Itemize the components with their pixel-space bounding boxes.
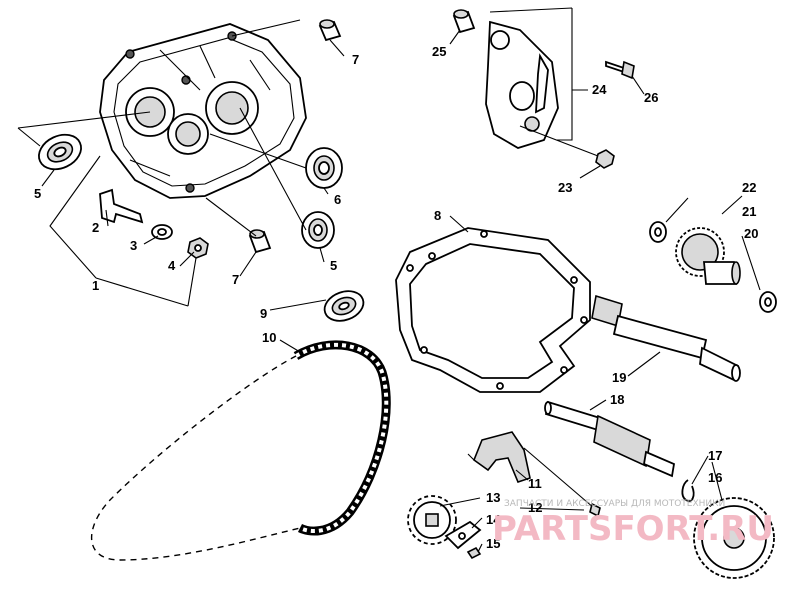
bearing-6 [305, 147, 343, 189]
bushing-top [318, 19, 342, 42]
nut-23 [595, 149, 615, 169]
washer-20 [759, 291, 777, 313]
gear-21 [675, 227, 741, 285]
bearing-left [38, 133, 82, 171]
drive-chain [90, 340, 391, 561]
label-21: 21 [742, 204, 756, 219]
label-12: 12 [528, 500, 542, 515]
label-8: 8 [434, 208, 441, 223]
label-4: 4 [168, 258, 176, 273]
label-22: 22 [742, 180, 756, 195]
bearing-9 [323, 290, 365, 322]
label-23: 23 [558, 180, 572, 195]
label-5-right: 5 [330, 258, 337, 273]
label-2: 2 [92, 220, 99, 235]
clip-17 [681, 479, 695, 502]
washer-22 [649, 221, 667, 243]
chain-guide [467, 431, 531, 483]
label-1: 1 [92, 278, 99, 293]
label-6: 6 [334, 192, 341, 207]
bushing-bottom [248, 229, 272, 254]
watermark: ЗАПЧАСТИ И АКСЕССУАРЫ ДЛЯ МОТОТЕХНИКИ PA… [492, 499, 774, 549]
label-16: 16 [708, 470, 722, 485]
gasket [395, 227, 591, 393]
shaft-18 [544, 400, 676, 478]
sprocket-13 [407, 495, 457, 545]
bolt-26 [605, 60, 635, 80]
label-11: 11 [528, 476, 542, 491]
label-7-bottom: 7 [232, 272, 239, 287]
washer-small [151, 224, 173, 240]
label-20: 20 [744, 226, 758, 241]
label-19: 19 [612, 370, 626, 385]
label-14: 14 [486, 512, 501, 527]
leader-lines [17, 7, 761, 553]
label-24: 24 [592, 82, 607, 97]
label-10: 10 [262, 330, 276, 345]
callout-labels: 1 2 3 4 5 5 6 7 7 8 9 10 11 12 13 14 15 … [34, 44, 758, 551]
screw-12 [523, 447, 601, 518]
stud-bolt [99, 188, 144, 224]
label-18: 18 [610, 392, 624, 407]
label-26: 26 [644, 90, 658, 105]
label-9: 9 [260, 306, 267, 321]
label-17: 17 [708, 448, 722, 463]
bolt-15 [466, 546, 482, 560]
label-13: 13 [486, 490, 500, 505]
label-5-left: 5 [34, 186, 41, 201]
label-3: 3 [130, 238, 137, 253]
gear-16 [693, 497, 775, 579]
label-7-top: 7 [352, 52, 359, 67]
crankcase-cover [99, 23, 307, 199]
watermark-brand: PARTSFORT.RU [492, 509, 774, 549]
label-25: 25 [432, 44, 446, 59]
bearing-5-right [301, 211, 335, 249]
watermark-caption: ЗАПЧАСТИ И АКСЕССУАРЫ ДЛЯ МОТОТЕХНИКИ [504, 499, 725, 509]
bushing-25 [452, 9, 476, 34]
cover-plate [485, 20, 559, 149]
shaft-19 [591, 294, 741, 382]
lock-plate-14 [444, 520, 482, 550]
label-15: 15 [486, 536, 500, 551]
